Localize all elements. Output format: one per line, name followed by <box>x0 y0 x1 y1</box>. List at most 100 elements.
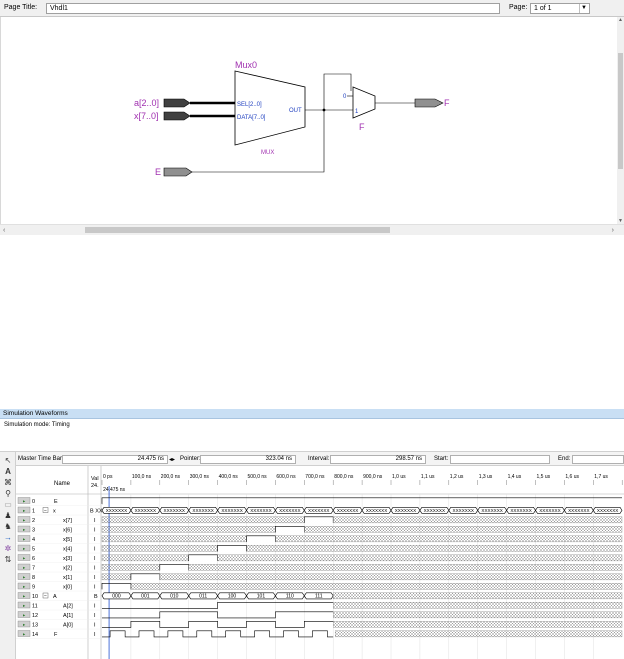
wave-unknown <box>101 535 247 543</box>
signal-value: I <box>94 537 96 543</box>
output-f-pin-icon[interactable] <box>414 98 444 108</box>
signal-value: I <box>94 575 96 581</box>
bus-x-value: XXXXXXX <box>106 508 127 513</box>
master-time-field[interactable]: 24.475 ns <box>62 455 168 464</box>
bus-x-value: XXXXXXX <box>250 508 271 513</box>
interval-label: Interval: <box>308 456 330 462</box>
text-tool-icon[interactable]: A <box>5 467 11 476</box>
time-tick-label: 1,2 us <box>450 474 464 480</box>
signal-name: A <box>53 594 57 600</box>
input-a-label: a[2..0] <box>134 98 159 108</box>
bus-x-value: XXXXXXX <box>192 508 213 513</box>
full-screen-icon[interactable]: ▭ <box>4 500 12 509</box>
chevron-down-icon[interactable]: ▼ <box>579 4 588 13</box>
scroll-right-icon[interactable]: › <box>611 227 614 234</box>
signal-name: A[0] <box>63 623 73 629</box>
signal-index: 0 <box>32 499 35 505</box>
and-gate-name: F <box>359 122 365 132</box>
time-tick-label: 200,0 ns <box>161 474 181 480</box>
find-icon[interactable]: ♟ <box>4 511 12 520</box>
signal-arrow-icon: ▸ <box>23 556 26 561</box>
wave-f <box>102 630 334 638</box>
time-tick-label: 300,0 ns <box>190 474 210 480</box>
signal-type-icon <box>17 620 31 628</box>
signal-index: 1 <box>32 509 35 515</box>
signal-name: x[3] <box>63 556 72 562</box>
scroll-down-icon[interactable]: ▼ <box>618 218 623 224</box>
waveform-edit-icon[interactable]: ⌘ <box>4 478 12 487</box>
bus-x-value: XXXXXXX <box>481 508 502 513</box>
pointer-label: Pointer: <box>180 456 201 462</box>
bus-x-value: XXXXXXX <box>568 508 589 513</box>
input-x-pin-icon[interactable] <box>163 111 191 121</box>
mux-type-label: MUX <box>261 150 274 156</box>
signal-type-icon <box>17 611 31 618</box>
scroll-left-icon[interactable]: ‹ <box>3 227 6 234</box>
assign-value-icon[interactable]: → <box>4 533 12 542</box>
signal-arrow-icon: ▸ <box>23 584 26 589</box>
expand-collapse-icon[interactable] <box>42 592 49 599</box>
horizontal-scroll-thumb[interactable] <box>85 227 390 233</box>
value-column-header: Val <box>91 476 99 482</box>
start-label: Start: <box>434 456 449 462</box>
time-tick-label: 500,0 ns <box>248 474 268 480</box>
input-a-pin-icon[interactable] <box>163 98 191 108</box>
wave-unknown <box>101 554 189 562</box>
expand-collapse-icon[interactable] <box>42 507 49 513</box>
signal-arrow-icon: ▸ <box>23 632 26 637</box>
signal-type-icon <box>17 516 31 523</box>
signal-value: I <box>94 528 96 534</box>
time-bar: Master Time Bar: 24.475 ns ◂▸ Pointer: 3… <box>16 452 624 466</box>
collapse-glyph: − <box>44 508 47 514</box>
wave-unknown <box>304 526 623 533</box>
page-select-value: 1 of 1 <box>534 5 552 12</box>
wave-unknown <box>333 516 623 524</box>
output-f-label: F <box>444 98 450 108</box>
mux-block[interactable] <box>234 70 306 146</box>
page-title-field[interactable]: Vhdl1 <box>46 3 500 14</box>
schematic-canvas[interactable]: Mux0 MUX SEL[2..0] DATA[7..0] OUT a[2..0… <box>0 17 617 224</box>
signal-name: x <box>53 509 56 515</box>
vertical-scroll-thumb[interactable] <box>618 53 623 169</box>
signal-index: 14 <box>32 632 38 638</box>
signal-value: I <box>94 613 96 619</box>
count-value-icon[interactable]: ✲ <box>4 544 12 553</box>
signal-arrow-icon: ▸ <box>23 565 26 570</box>
replace-icon[interactable]: ♞ <box>4 522 12 531</box>
time-step-arrows-icon[interactable]: ◂▸ <box>169 457 176 463</box>
time-tick-label: 900,0 ns <box>363 474 383 480</box>
bus-a-value: 111 <box>315 594 323 600</box>
pointer-tool-icon[interactable]: ↖ <box>4 456 12 465</box>
wave-a-bit <box>102 611 334 619</box>
signal-name: E <box>54 499 58 505</box>
bus-x-value: XXXXXXX <box>366 508 387 513</box>
bus-x-value: XXXXXXX <box>510 508 531 513</box>
simulation-mode-label: Simulation mode: Timing <box>0 420 624 452</box>
wave-unknown <box>335 630 623 638</box>
sort-icon[interactable]: ⇅ <box>4 555 12 564</box>
pointer-field: 323.04 ns <box>200 455 296 464</box>
start-field <box>450 455 550 464</box>
input-e-pin-icon[interactable] <box>163 167 193 177</box>
signal-name: x[2] <box>63 566 72 572</box>
and-gate-block[interactable] <box>352 86 376 119</box>
waveform-toolbar: ↖ A ⌘ ⚲ ▭ ♟ ♞ → ✲ ⇅ <box>0 452 16 659</box>
signal-index: 8 <box>32 575 35 581</box>
signal-name: A[2] <box>63 604 73 610</box>
time-tick-label: 0 ps <box>103 474 113 480</box>
horizontal-scrollbar[interactable]: ‹ › <box>0 224 624 235</box>
signal-type-icon <box>17 573 31 580</box>
bus-x-value: XXXXXXX <box>279 508 300 513</box>
mux-data-port: DATA[7..0] <box>237 115 266 121</box>
interval-field: 298.57 ns <box>330 455 426 464</box>
page-title-label: Page Title: <box>4 4 38 11</box>
waveform-window-title: Simulation Waveforms <box>0 409 624 419</box>
scroll-up-icon[interactable]: ▲ <box>618 17 623 23</box>
signal-index: 7 <box>32 566 35 572</box>
vertical-scrollbar[interactable]: ▲ ▼ <box>617 17 624 224</box>
page-select[interactable]: 1 of 1 ▼ <box>530 3 590 14</box>
zoom-tool-icon[interactable]: ⚲ <box>5 489 11 498</box>
value-column-header-2: 24. <box>91 483 99 489</box>
